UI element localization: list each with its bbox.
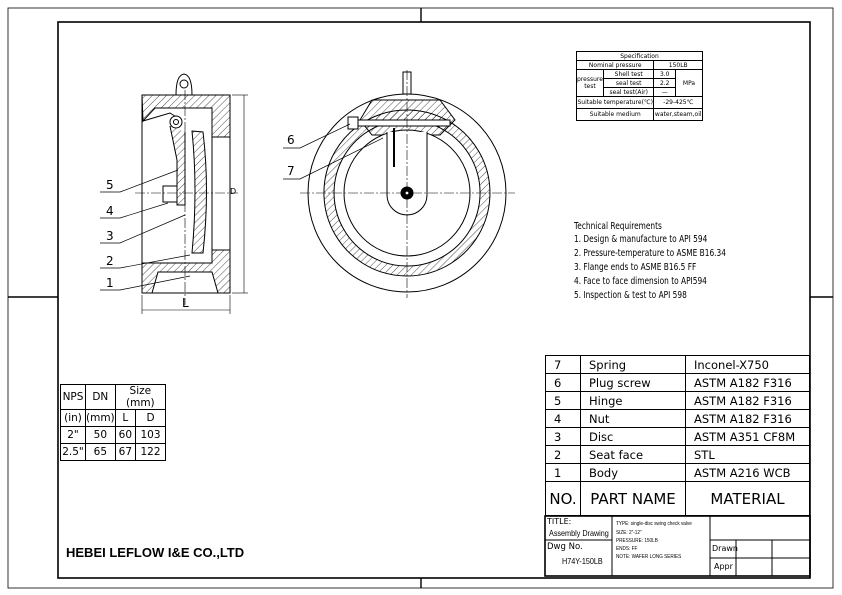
- tech-req-title: Technical Requirements: [574, 221, 662, 232]
- header-nps: NPS: [60, 384, 86, 410]
- dwg-value: H74Y-150LB: [562, 556, 603, 566]
- pressure-note: PRESSURE: 150LB: [616, 538, 658, 544]
- part-material: ASTM A351 CF8M: [685, 427, 810, 446]
- shell-test-value: 3.0: [653, 69, 676, 79]
- header-d: D: [135, 409, 166, 427]
- center-marks: [8, 8, 833, 588]
- l: 67: [114, 443, 137, 461]
- dn: 65: [85, 443, 116, 461]
- part-no: 4: [545, 409, 581, 428]
- part-no: 5: [545, 391, 581, 410]
- part-no: 6: [545, 373, 581, 392]
- title-value: Assembly Drawing: [549, 528, 609, 538]
- part-material: ASTM A182 F316: [685, 391, 810, 410]
- part-name: Plug screw: [580, 373, 686, 392]
- ends-note: ENDS: FF: [616, 546, 638, 552]
- header-l: L: [114, 409, 137, 427]
- title-label: TITLE:: [547, 517, 572, 526]
- shell-test-label: Shell test: [602, 69, 655, 79]
- temperature-label: Suitable temperature(℃): [575, 96, 655, 109]
- note: NOTE: WAFER LONG SERIES: [616, 554, 682, 560]
- company-name: HEBEI LEFLOW I&E CO.,LTD: [66, 545, 245, 560]
- part-material: Inconel-X750: [685, 355, 810, 374]
- header-size: Size (mm): [114, 384, 167, 410]
- seal-test-air-label: seal test(Air): [602, 87, 655, 97]
- part-name: Body: [580, 463, 686, 482]
- header-part-name: PART NAME: [580, 481, 686, 516]
- header-dn: DN: [85, 384, 116, 410]
- tech-req-item: 2. Pressure-temperature to ASME B16.34: [574, 248, 726, 259]
- medium-value: water,steam,oil: [653, 108, 703, 121]
- part-material: STL: [685, 445, 810, 464]
- callout-7: 7: [287, 164, 295, 178]
- nps: 2.5": [60, 443, 86, 461]
- part-no: 2: [545, 445, 581, 464]
- nps: 2": [60, 426, 86, 444]
- part-material: ASTM A182 F316: [685, 373, 810, 392]
- tech-req-item: 3. Flange ends to ASME B16.5 FF: [574, 262, 697, 273]
- callout-5: 5: [106, 178, 114, 192]
- part-no: 1: [545, 463, 581, 482]
- callout-4: 4: [106, 204, 114, 218]
- header-in: (in): [60, 409, 86, 427]
- nominal-pressure-value: 150LB: [653, 60, 703, 70]
- unit: MPa: [675, 69, 703, 97]
- dn: 50: [85, 426, 116, 444]
- medium-label: Suitable medium: [575, 108, 655, 121]
- tech-req-item: 5. Inspection & test to API 598: [574, 290, 687, 301]
- pressure-test-label: pressure test: [576, 69, 604, 97]
- d: 122: [135, 443, 166, 461]
- dimension-l: L: [182, 296, 189, 310]
- size-note: SIZE: 2"-12": [616, 530, 642, 536]
- part-name: Nut: [580, 409, 686, 428]
- header-no: NO.: [545, 481, 581, 516]
- tech-req-item: 1. Design & manufacture to API 594: [574, 234, 708, 245]
- part-material: ASTM A182 F316: [685, 409, 810, 428]
- appr-label: Appr: [714, 562, 733, 571]
- nominal-pressure-label: Nominal pressure: [575, 60, 655, 70]
- d: 103: [135, 426, 166, 444]
- front-view: [283, 70, 515, 298]
- header-mm: (mm): [85, 409, 116, 427]
- seal-test-air-value: —: [653, 87, 676, 97]
- part-no: 3: [545, 427, 581, 446]
- part-no: 7: [545, 355, 581, 374]
- part-name: Spring: [580, 355, 686, 374]
- callout-3: 3: [106, 229, 114, 243]
- part-name: Seat face: [580, 445, 686, 464]
- callout-6: 6: [287, 133, 295, 147]
- spec-title: Specification: [576, 51, 703, 61]
- l: 60: [114, 426, 137, 444]
- callout-2: 2: [106, 254, 114, 268]
- type-note: TYPE: single-disc swing check valve: [616, 521, 692, 527]
- part-material: ASTM A216 WCB: [685, 463, 810, 482]
- header-material: MATERIAL: [685, 481, 810, 516]
- seal-test-label: seal test: [602, 78, 655, 88]
- inner-frame: [57, 21, 811, 579]
- dimension-d: D: [230, 187, 237, 196]
- part-name: Hinge: [580, 391, 686, 410]
- temperature-value: -29-425℃: [653, 96, 703, 109]
- part-name: Disc: [580, 427, 686, 446]
- drawn-label: Drawn: [712, 544, 738, 553]
- title-block-lines: [544, 515, 811, 577]
- callout-1: 1: [106, 276, 114, 290]
- seal-test-value: 2.2: [653, 78, 676, 88]
- dwg-label: Dwg No.: [547, 542, 583, 552]
- side-section-view: [100, 73, 248, 314]
- tech-req-item: 4. Face to face dimension to API594: [574, 276, 707, 287]
